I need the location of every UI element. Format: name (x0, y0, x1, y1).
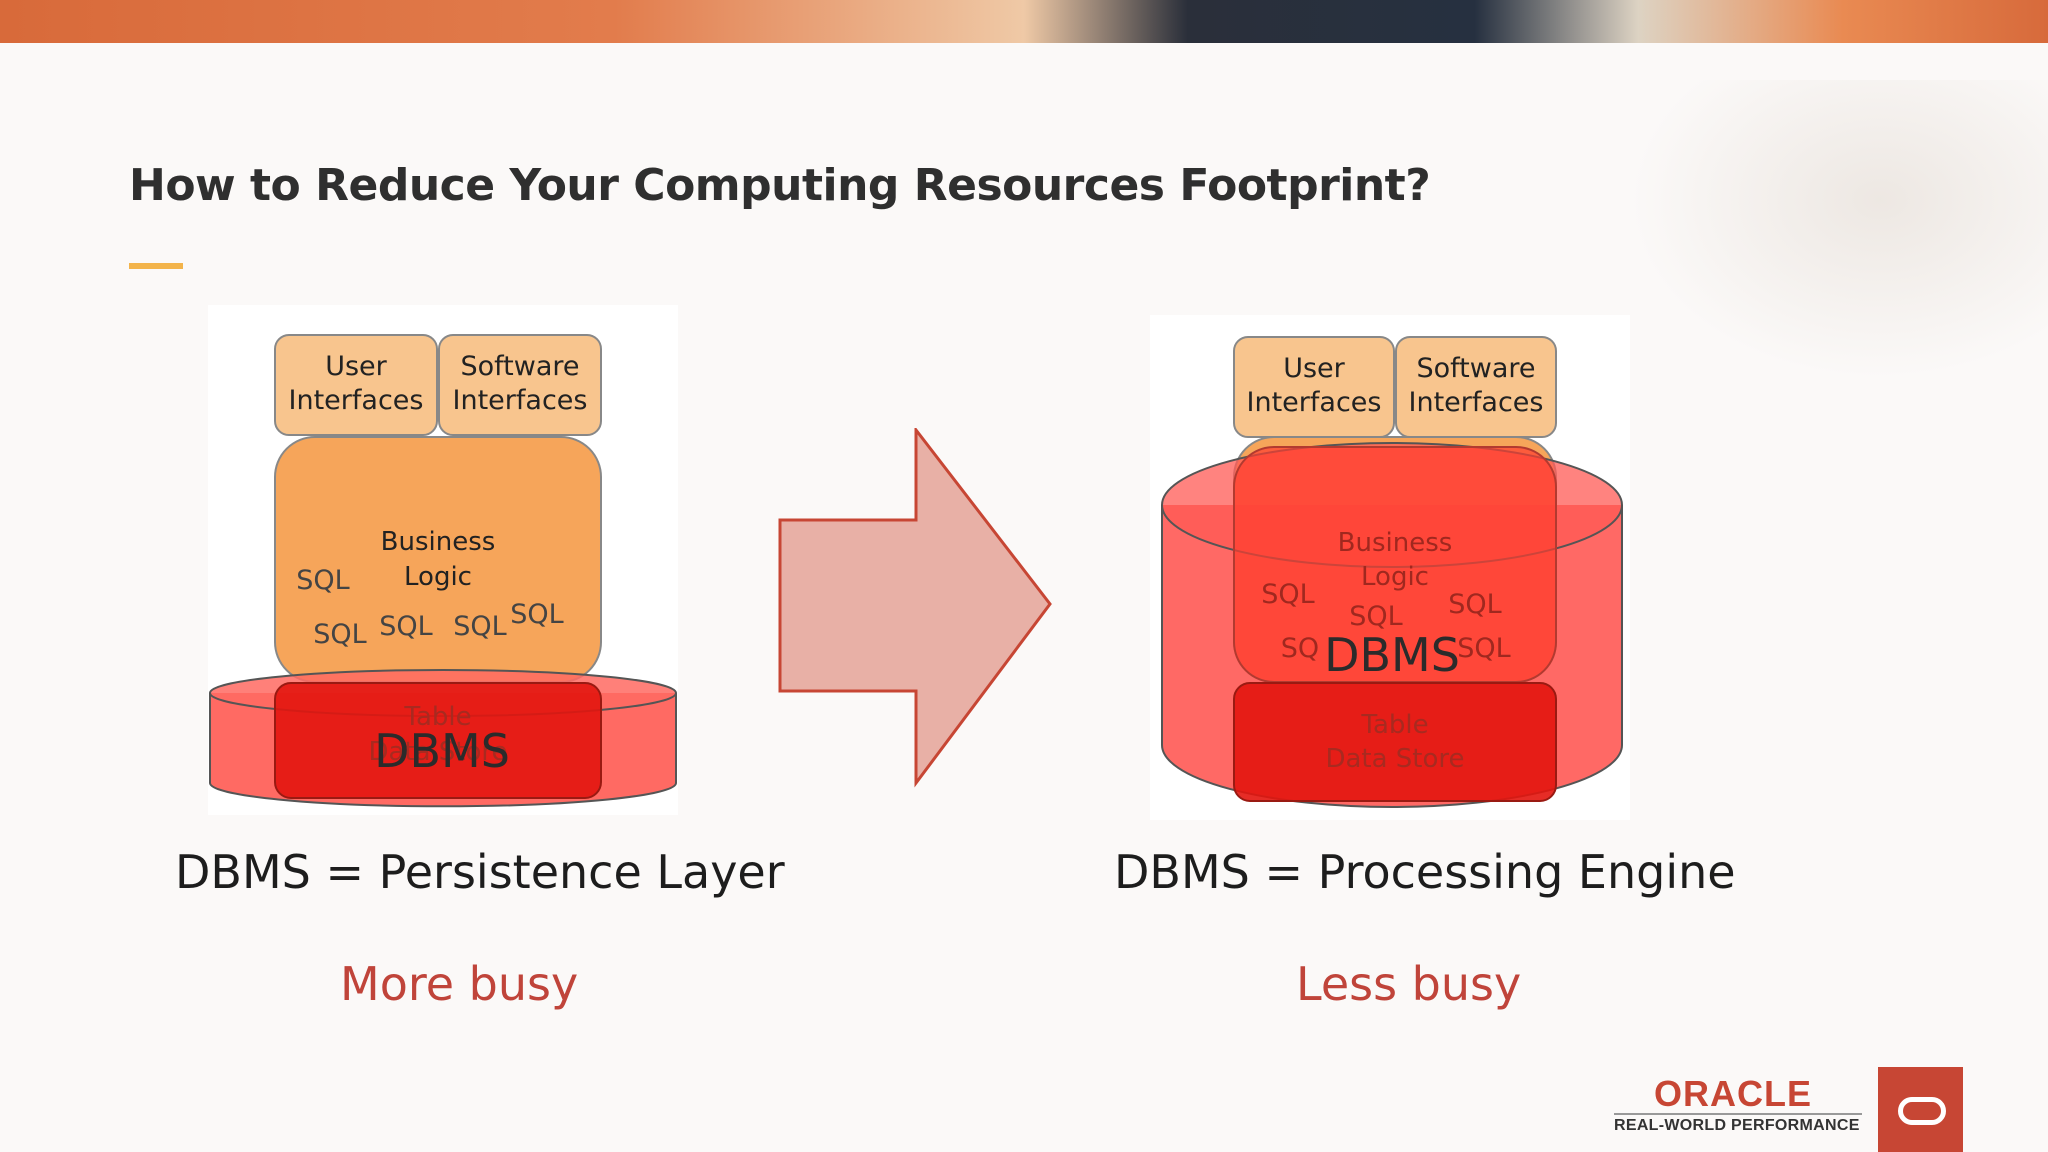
software-label-1: Software (1416, 353, 1535, 384)
sql-label: SQL (453, 611, 506, 642)
software-interfaces-box (438, 334, 602, 436)
software-label-2: Interfaces (1409, 387, 1544, 418)
sql-label: SQ (1281, 633, 1319, 664)
slide-title: How to Reduce Your Computing Resources F… (129, 160, 1431, 211)
sql-label: SQL (1448, 589, 1501, 620)
software-label-2: Interfaces (453, 385, 588, 416)
user-label-2: Interfaces (289, 385, 424, 416)
dbms-label: DBMS (374, 724, 510, 778)
table-data-store-box (1233, 682, 1557, 802)
header-banner (0, 0, 2048, 43)
sql-label: SQL (510, 599, 563, 630)
left-status: More busy (340, 957, 579, 1011)
user-interfaces-box (274, 334, 438, 436)
sql-label: SQL (1457, 633, 1510, 664)
title-accent-bar (129, 263, 183, 269)
right-status: Less busy (1296, 957, 1522, 1011)
right-caption: DBMS = Processing Engine (1114, 845, 1736, 899)
background-texture (1628, 80, 2048, 380)
business-label-2: Logic (404, 562, 472, 592)
table-data-store-box (274, 682, 602, 799)
business-label-1: Business (381, 527, 496, 557)
sql-label: SQL (1349, 601, 1402, 632)
user-label-1: User (325, 351, 387, 382)
table-label-1: Table (1360, 710, 1428, 740)
sql-label: SQL (379, 611, 432, 642)
table-label-2: Data Store (368, 737, 507, 767)
logo-tagline: REAL-WORLD PERFORMANCE (1614, 1117, 1860, 1134)
transition-arrow-icon (778, 428, 1052, 788)
sql-label: SQL (313, 619, 366, 650)
oracle-wordmark: ORACLE (1654, 1073, 1812, 1114)
left-caption: DBMS = Persistence Layer (175, 845, 785, 899)
logo-divider (1614, 1113, 1862, 1115)
oracle-o-icon (1878, 1067, 1963, 1152)
software-label-1: Software (460, 351, 579, 382)
business-label-2: Logic (1361, 562, 1429, 592)
left-diagram: User Interfaces Software Interfaces Busi… (208, 305, 678, 815)
oracle-logo: ORACLE REAL-WORLD PERFORMANCE (1612, 1067, 1864, 1137)
user-label-2: Interfaces (1247, 387, 1382, 418)
dbms-label: DBMS (1324, 628, 1460, 682)
user-label-1: User (1283, 353, 1345, 384)
table-label-1: Table (403, 702, 471, 732)
sql-label: SQL (1261, 579, 1314, 610)
business-label-1: Business (1338, 528, 1453, 558)
oracle-ring-icon (1898, 1097, 1946, 1125)
table-label-2: Data Store (1325, 744, 1464, 774)
right-diagram: User Interfaces Software Interfaces Busi… (1150, 315, 1630, 820)
sql-label: SQL (296, 565, 349, 596)
